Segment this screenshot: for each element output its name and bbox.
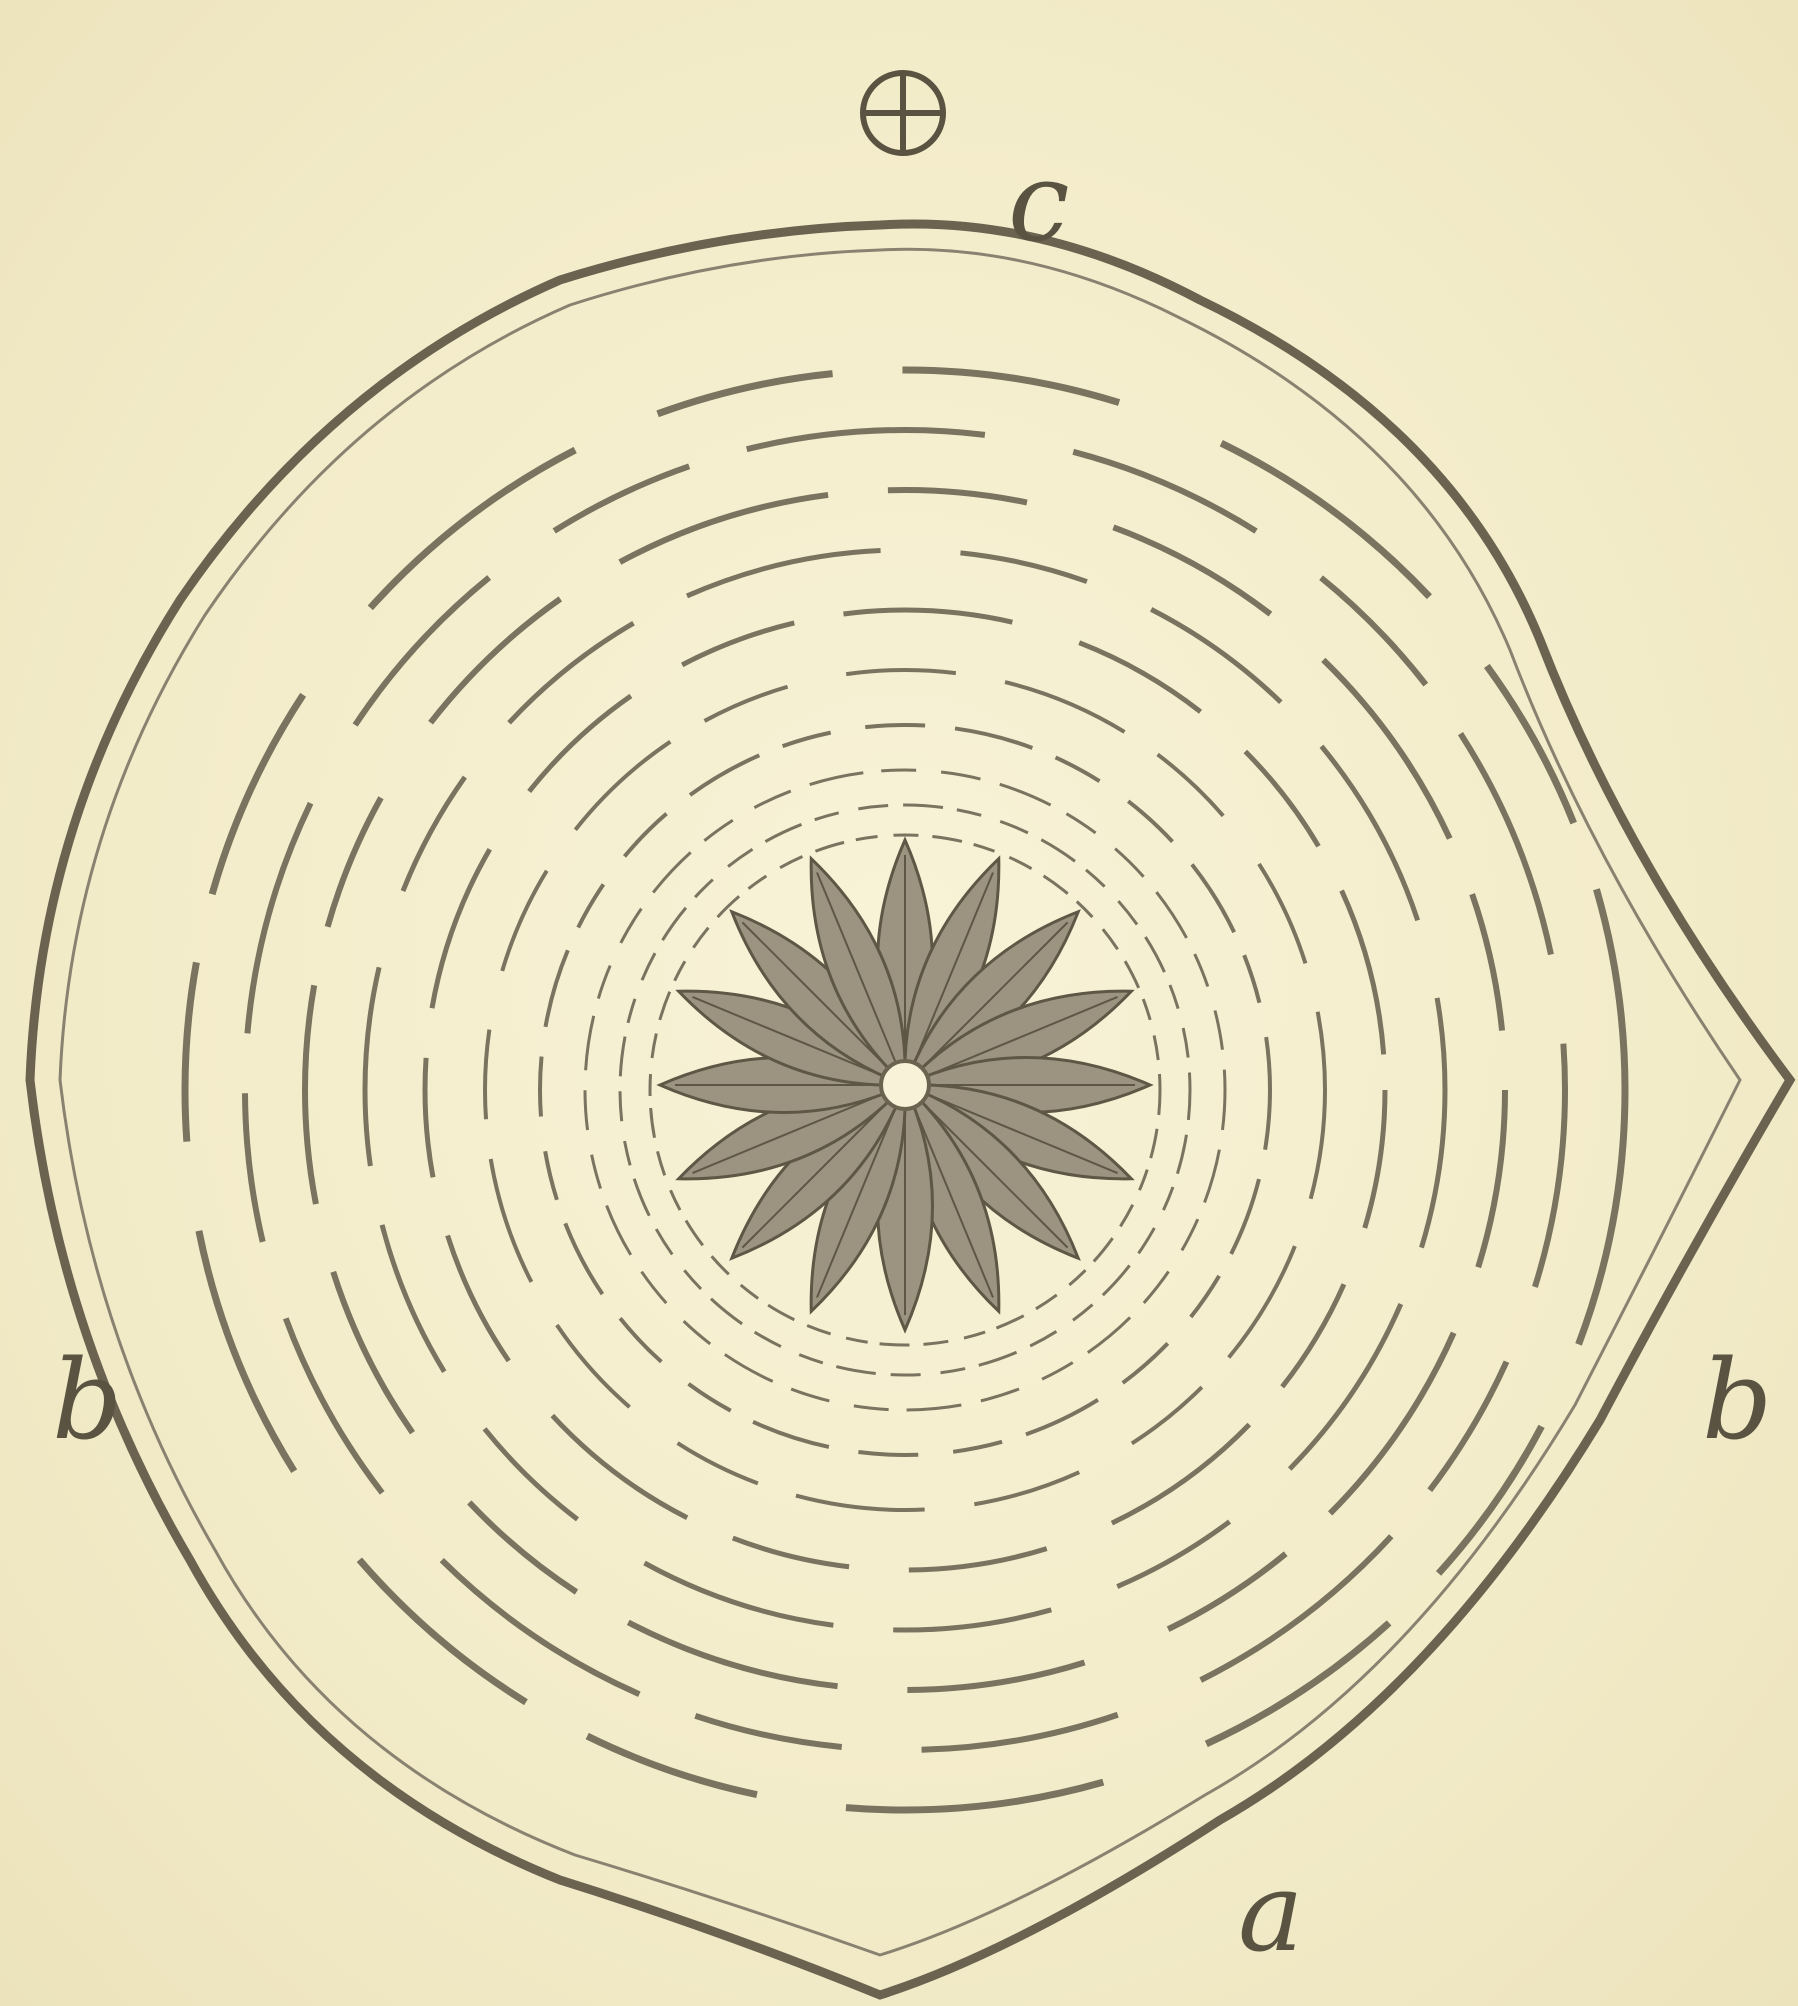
rosette-center-hole (881, 1061, 929, 1109)
label-right: b (1702, 1336, 1772, 1464)
label-left: b (52, 1336, 122, 1464)
label-bottom: a (1238, 1848, 1304, 1976)
circled-cross-icon (863, 73, 943, 153)
central-rosette (660, 840, 1150, 1330)
label-top: c (1008, 138, 1070, 266)
